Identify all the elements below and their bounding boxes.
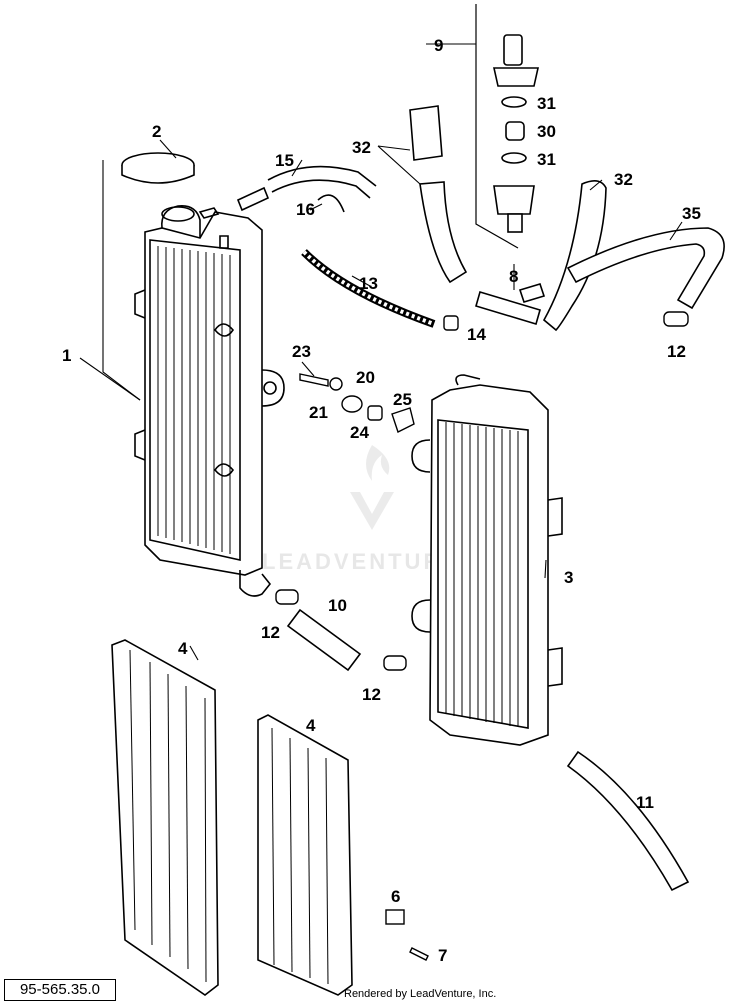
callout-1[interactable]: 1 <box>62 346 71 365</box>
callout-4b[interactable]: 4 <box>306 716 316 735</box>
callout-12c[interactable]: 12 <box>667 342 686 361</box>
screw-7 <box>409 947 429 961</box>
radiator-right <box>411 374 563 746</box>
radiator-left <box>134 204 285 597</box>
watermark-text: LEADVENTURE <box>262 549 460 574</box>
clamp-12-mid <box>383 655 407 671</box>
bracket-line-9 <box>475 4 519 249</box>
hose-32-left <box>409 105 468 284</box>
hose-15 <box>236 165 377 212</box>
callout-11[interactable]: 11 <box>636 793 654 812</box>
t-fitting-8 <box>475 283 546 325</box>
callout-13[interactable]: 13 <box>359 274 378 293</box>
callouts: 1 2 3 4 4 6 7 8 9 10 11 12 12 12 13 14 1… <box>62 36 701 965</box>
radiator-cap <box>121 152 195 184</box>
hose-32-right <box>542 180 607 332</box>
leader-lines <box>79 43 683 661</box>
hose-35 <box>566 227 725 310</box>
watermark: LEADVENTURE <box>262 445 460 574</box>
callout-4a[interactable]: 4 <box>178 639 188 658</box>
hose-13-inner <box>302 250 435 326</box>
hose-10 <box>286 608 362 672</box>
render-credit: Rendered by LeadVenture, Inc. <box>344 988 497 1000</box>
callout-20[interactable]: 20 <box>356 368 375 387</box>
callout-8[interactable]: 8 <box>509 267 518 286</box>
clamp-12-top <box>663 311 689 327</box>
callout-31b[interactable]: 31 <box>537 150 556 169</box>
callout-9[interactable]: 9 <box>434 36 443 55</box>
callout-3[interactable]: 3 <box>564 568 573 587</box>
callout-25[interactable]: 25 <box>393 390 412 409</box>
callout-35[interactable]: 35 <box>682 204 701 223</box>
thermostat-housing <box>493 34 539 233</box>
clamp-12-left <box>275 589 299 605</box>
mount-hardware <box>299 373 415 433</box>
callout-2[interactable]: 2 <box>152 122 161 141</box>
clamp-14 <box>443 315 459 331</box>
callout-14[interactable]: 14 <box>467 325 486 344</box>
clamp-16 <box>317 194 345 213</box>
callout-7[interactable]: 7 <box>438 946 447 965</box>
radiator-guard-left <box>111 639 219 996</box>
callout-6[interactable]: 6 <box>391 887 400 906</box>
part-number-box: 95-565.35.0 <box>4 979 116 1001</box>
callout-31a[interactable]: 31 <box>537 94 556 113</box>
callout-10[interactable]: 10 <box>328 596 347 615</box>
callout-12b[interactable]: 12 <box>362 685 381 704</box>
callout-23[interactable]: 23 <box>292 342 311 361</box>
callout-32b[interactable]: 32 <box>614 170 633 189</box>
callout-16[interactable]: 16 <box>296 200 315 219</box>
radiator-guard-right <box>257 714 353 996</box>
hose-11 <box>566 750 690 892</box>
clip-6 <box>385 909 405 925</box>
callout-21[interactable]: 21 <box>309 403 328 422</box>
callout-15[interactable]: 15 <box>275 151 294 170</box>
callout-24[interactable]: 24 <box>350 423 369 442</box>
callout-32a[interactable]: 32 <box>352 138 371 157</box>
callout-30[interactable]: 30 <box>537 122 556 141</box>
callout-12a[interactable]: 12 <box>261 623 280 642</box>
